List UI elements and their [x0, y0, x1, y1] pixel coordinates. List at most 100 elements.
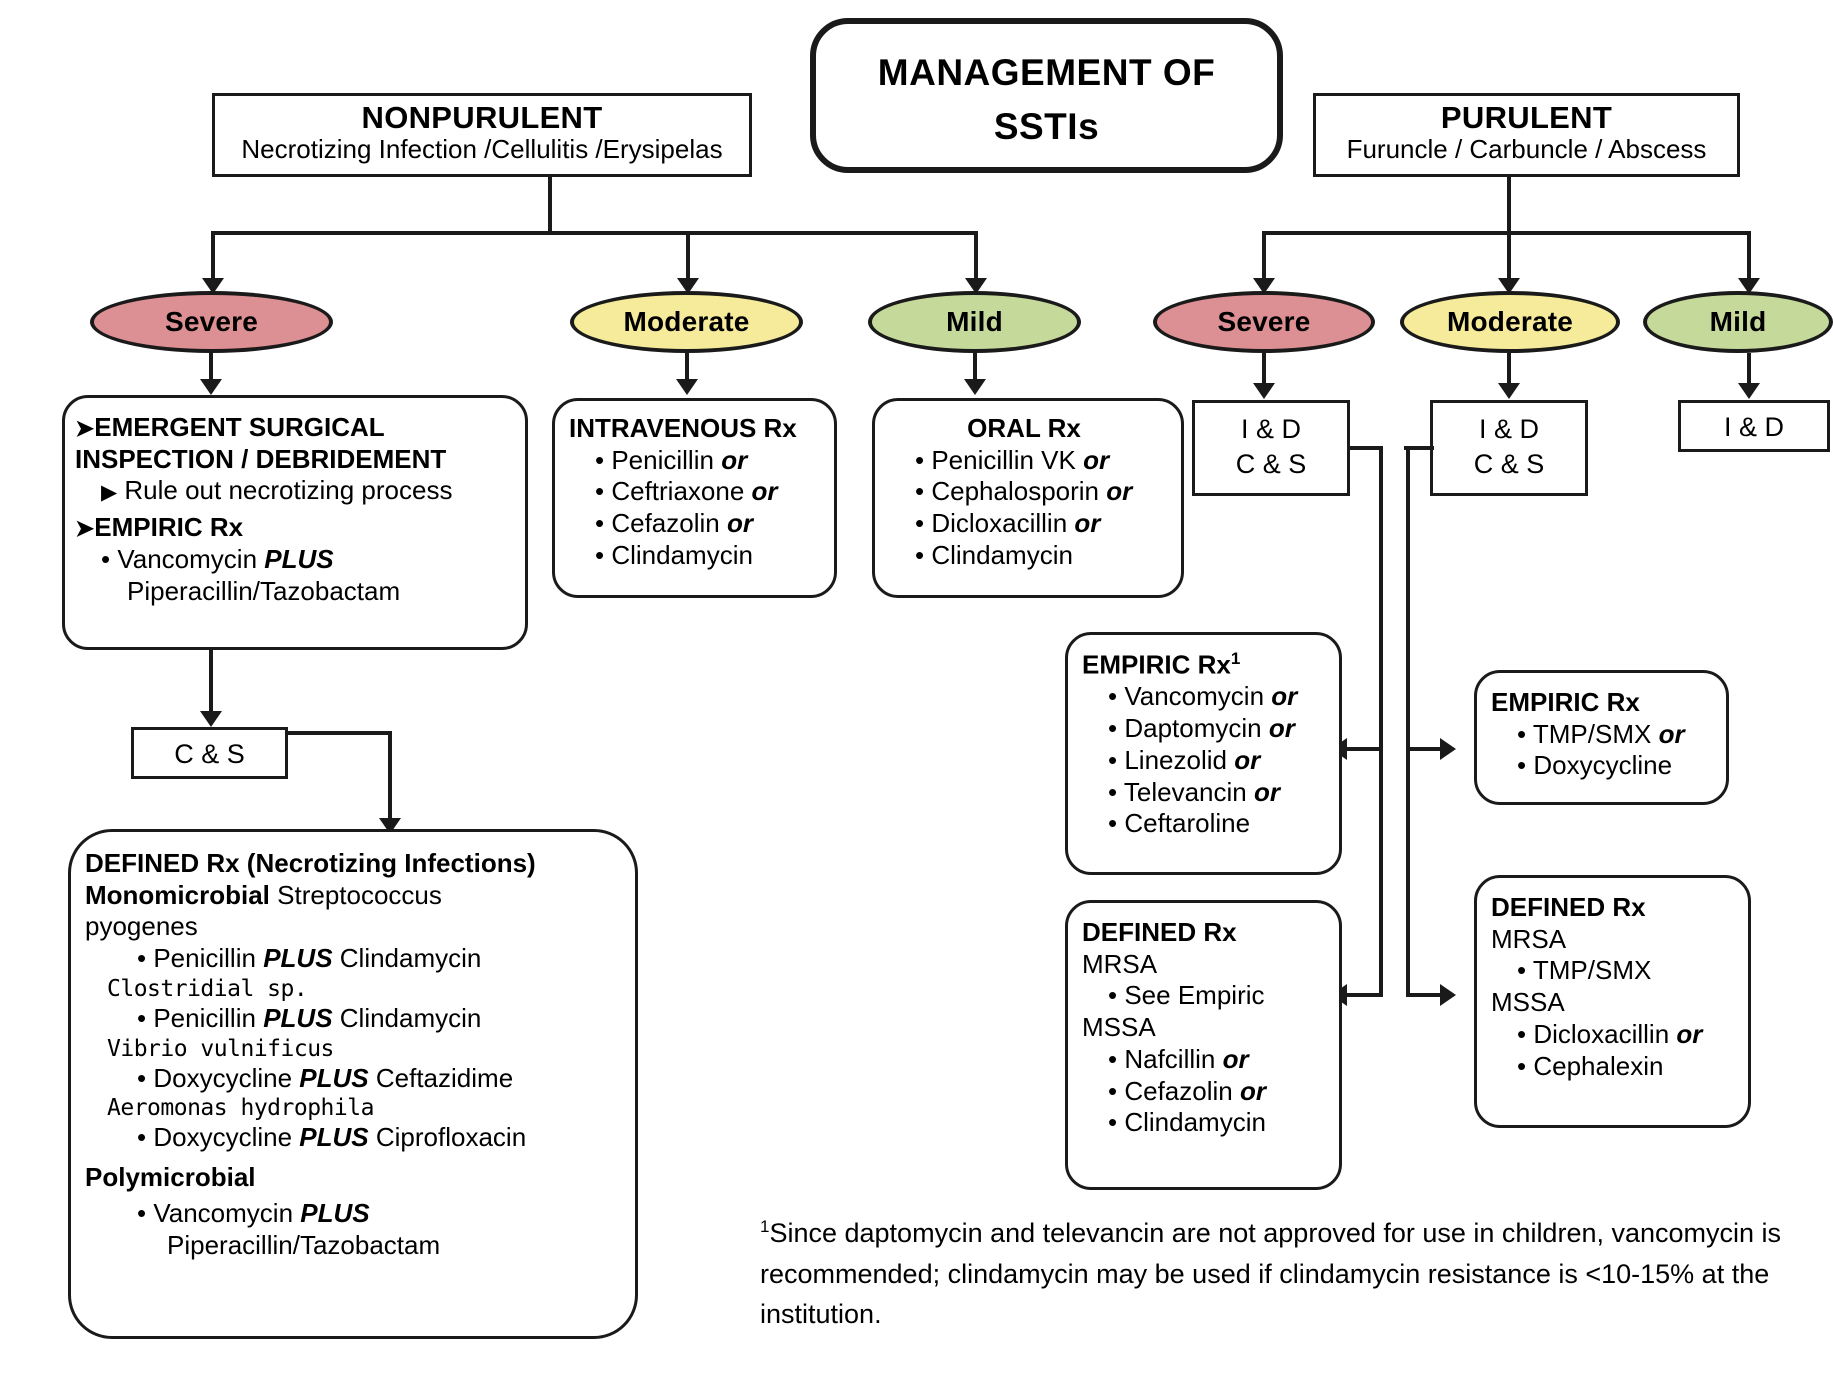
drug-name: Doxycycline [1533, 750, 1673, 781]
cs-label: C & S [1235, 449, 1307, 480]
bullet-icon: • [1108, 744, 1118, 775]
drug-name: Daptomycin [1124, 713, 1262, 744]
defined-rx-necrotizing-box: DEFINED Rx (Necrotizing Infections) Mono… [68, 829, 638, 1339]
severity-purulent-moderate[interactable]: Moderate [1400, 291, 1620, 353]
arrow-pmild-to-id [1738, 383, 1760, 399]
polymicrobial-label: Polymicrobial [85, 1162, 256, 1193]
arrow-hollow-icon: ➤ [75, 415, 95, 441]
arrow-nonpurulent-mild [965, 278, 987, 294]
drug-name: Piperacillin/Tazobactam [167, 1229, 441, 1260]
arrow-purulent-severe [1253, 278, 1275, 294]
bullet-icon: • [137, 1002, 147, 1033]
drug-name: Doxycycline [153, 1062, 293, 1093]
bullet-icon: • [1108, 1043, 1118, 1074]
connector-nonpurulent-mild [974, 231, 978, 285]
id-label: I & D [1723, 412, 1784, 442]
drug-name: Doxycycline [153, 1122, 293, 1153]
drug-name: Clindamycin [1124, 1107, 1266, 1138]
drug-name: Cephalexin [1533, 1050, 1664, 1081]
conjunction: or [1083, 444, 1110, 475]
bullet-icon: • [1108, 1075, 1118, 1106]
organism-group-mssa: MSSA [1491, 987, 1565, 1018]
bullet-icon: • [915, 476, 925, 507]
connector-moderate-to-iv [685, 353, 689, 383]
connector-severe-defined-h [1344, 993, 1382, 997]
bullet-icon: • [101, 543, 111, 574]
organism-group-mrsa: MRSA [1082, 948, 1158, 979]
drug-name: Cefazolin [611, 508, 720, 539]
drug-name: Dicloxacillin [931, 508, 1068, 539]
drug-name: TMP/SMX [1532, 955, 1652, 986]
id-label: I & D [1478, 414, 1539, 444]
bullet-icon: • [1517, 1018, 1527, 1049]
purulent-severe-id-box: I & D C & S [1192, 400, 1350, 496]
bullet-icon: • [595, 476, 605, 507]
purulent-header-box: PURULENT Furuncle / Carbuncle / Abscess [1313, 93, 1740, 177]
purulent-severe-defined-box: DEFINED Rx MRSA • See Empiric MSSA • Naf… [1065, 900, 1342, 1190]
bullet-icon: • [1517, 1050, 1527, 1081]
connector-nonpurulent-moderate [686, 231, 690, 285]
connector-purulent-mild [1747, 231, 1751, 285]
bullet-icon: • [1517, 955, 1527, 986]
connector-moderate-id-out [1404, 446, 1434, 450]
severity-label: Mild [1709, 306, 1767, 337]
severity-label: Mild [946, 306, 1003, 337]
drug-name: Linezolid [1124, 744, 1227, 775]
bullet-icon: • [137, 943, 147, 974]
conjunction: PLUS [263, 1002, 333, 1033]
connector-purulent-severe [1262, 231, 1266, 285]
surgical-line-1: EMERGENT SURGICAL [94, 412, 385, 442]
organism-name: Streptococcus [277, 879, 442, 910]
severity-purulent-mild[interactable]: Mild [1643, 291, 1833, 353]
conjunction: or [1222, 1043, 1249, 1074]
connector-mild-to-oral [973, 353, 977, 383]
iv-rx-header: INTRAVENOUS Rx [569, 413, 797, 443]
id-label: I & D [1240, 414, 1301, 444]
severity-nonpurulent-moderate[interactable]: Moderate [570, 291, 803, 353]
footnote: 1Since daptomycin and televancin are not… [760, 1213, 1820, 1335]
purulent-moderate-defined-box: DEFINED Rx MRSA • TMP/SMX MSSA • Dicloxa… [1474, 875, 1751, 1128]
conjunction: or [1234, 744, 1261, 775]
cs-label: C & S [1473, 449, 1545, 480]
footnote-text: Since daptomycin and televancin are not … [760, 1218, 1782, 1329]
nonpurulent-severe-treatment-box: ➤EMERGENT SURGICAL INSPECTION / DEBRIDEM… [62, 395, 528, 650]
defined-rx-header: DEFINED Rx [1082, 917, 1237, 947]
drug-name: Penicillin [153, 943, 256, 974]
drug-name: Dicloxacillin [1533, 1018, 1670, 1049]
drug-name: Televancin [1123, 776, 1247, 807]
conjunction: or [1268, 713, 1295, 744]
bullet-icon: • [595, 444, 605, 475]
severity-purulent-severe[interactable]: Severe [1153, 291, 1375, 353]
arrow-right-to-defined-moderate [1440, 984, 1456, 1006]
conjunction: PLUS [264, 543, 334, 574]
arrow-nonpurulent-moderate [677, 278, 699, 294]
conjunction: PLUS [263, 943, 333, 974]
conjunction: or [1253, 776, 1280, 807]
purulent-moderate-empiric-box: EMPIRIC Rx • TMP/SMX or • Doxycycline [1474, 670, 1729, 805]
conjunction: or [1239, 1075, 1266, 1106]
connector-pmoderate-to-id [1507, 353, 1511, 387]
surgical-line-2: INSPECTION / DEBRIDEMENT [75, 443, 447, 474]
defined-rx-header: DEFINED Rx (Necrotizing Infections) [85, 848, 536, 878]
severity-label: Moderate [623, 306, 750, 337]
connector-moderate-id-spine [1406, 446, 1410, 997]
drug-name: Ceftazidime [375, 1062, 514, 1093]
severity-nonpurulent-mild[interactable]: Mild [868, 291, 1081, 353]
arrow-severe-to-surgical [200, 379, 222, 395]
drug-name: See Empiric [1124, 980, 1265, 1011]
severity-nonpurulent-severe[interactable]: Severe [90, 291, 333, 353]
bullet-icon: • [1108, 713, 1118, 744]
drug-name: Vancomycin [1124, 681, 1265, 712]
drug-name: Vancomycin [153, 1197, 294, 1228]
purulent-severe-empiric-box: EMPIRIC Rx1 • Vancomycin or • Daptomycin… [1065, 632, 1342, 875]
empiric-rx-label: EMPIRIC Rx [94, 512, 244, 543]
connector-cs-elbow-v [388, 731, 392, 822]
purulent-heading: PURULENT [1440, 100, 1613, 135]
connector-psevere-to-id [1262, 353, 1266, 387]
conjunction: or [1074, 508, 1101, 539]
drug-name: Ciprofloxacin [375, 1122, 527, 1153]
drug-name: Penicillin [611, 444, 714, 475]
connector-severe-id-spine [1379, 446, 1383, 997]
purulent-mild-id-box: I & D [1678, 400, 1830, 452]
